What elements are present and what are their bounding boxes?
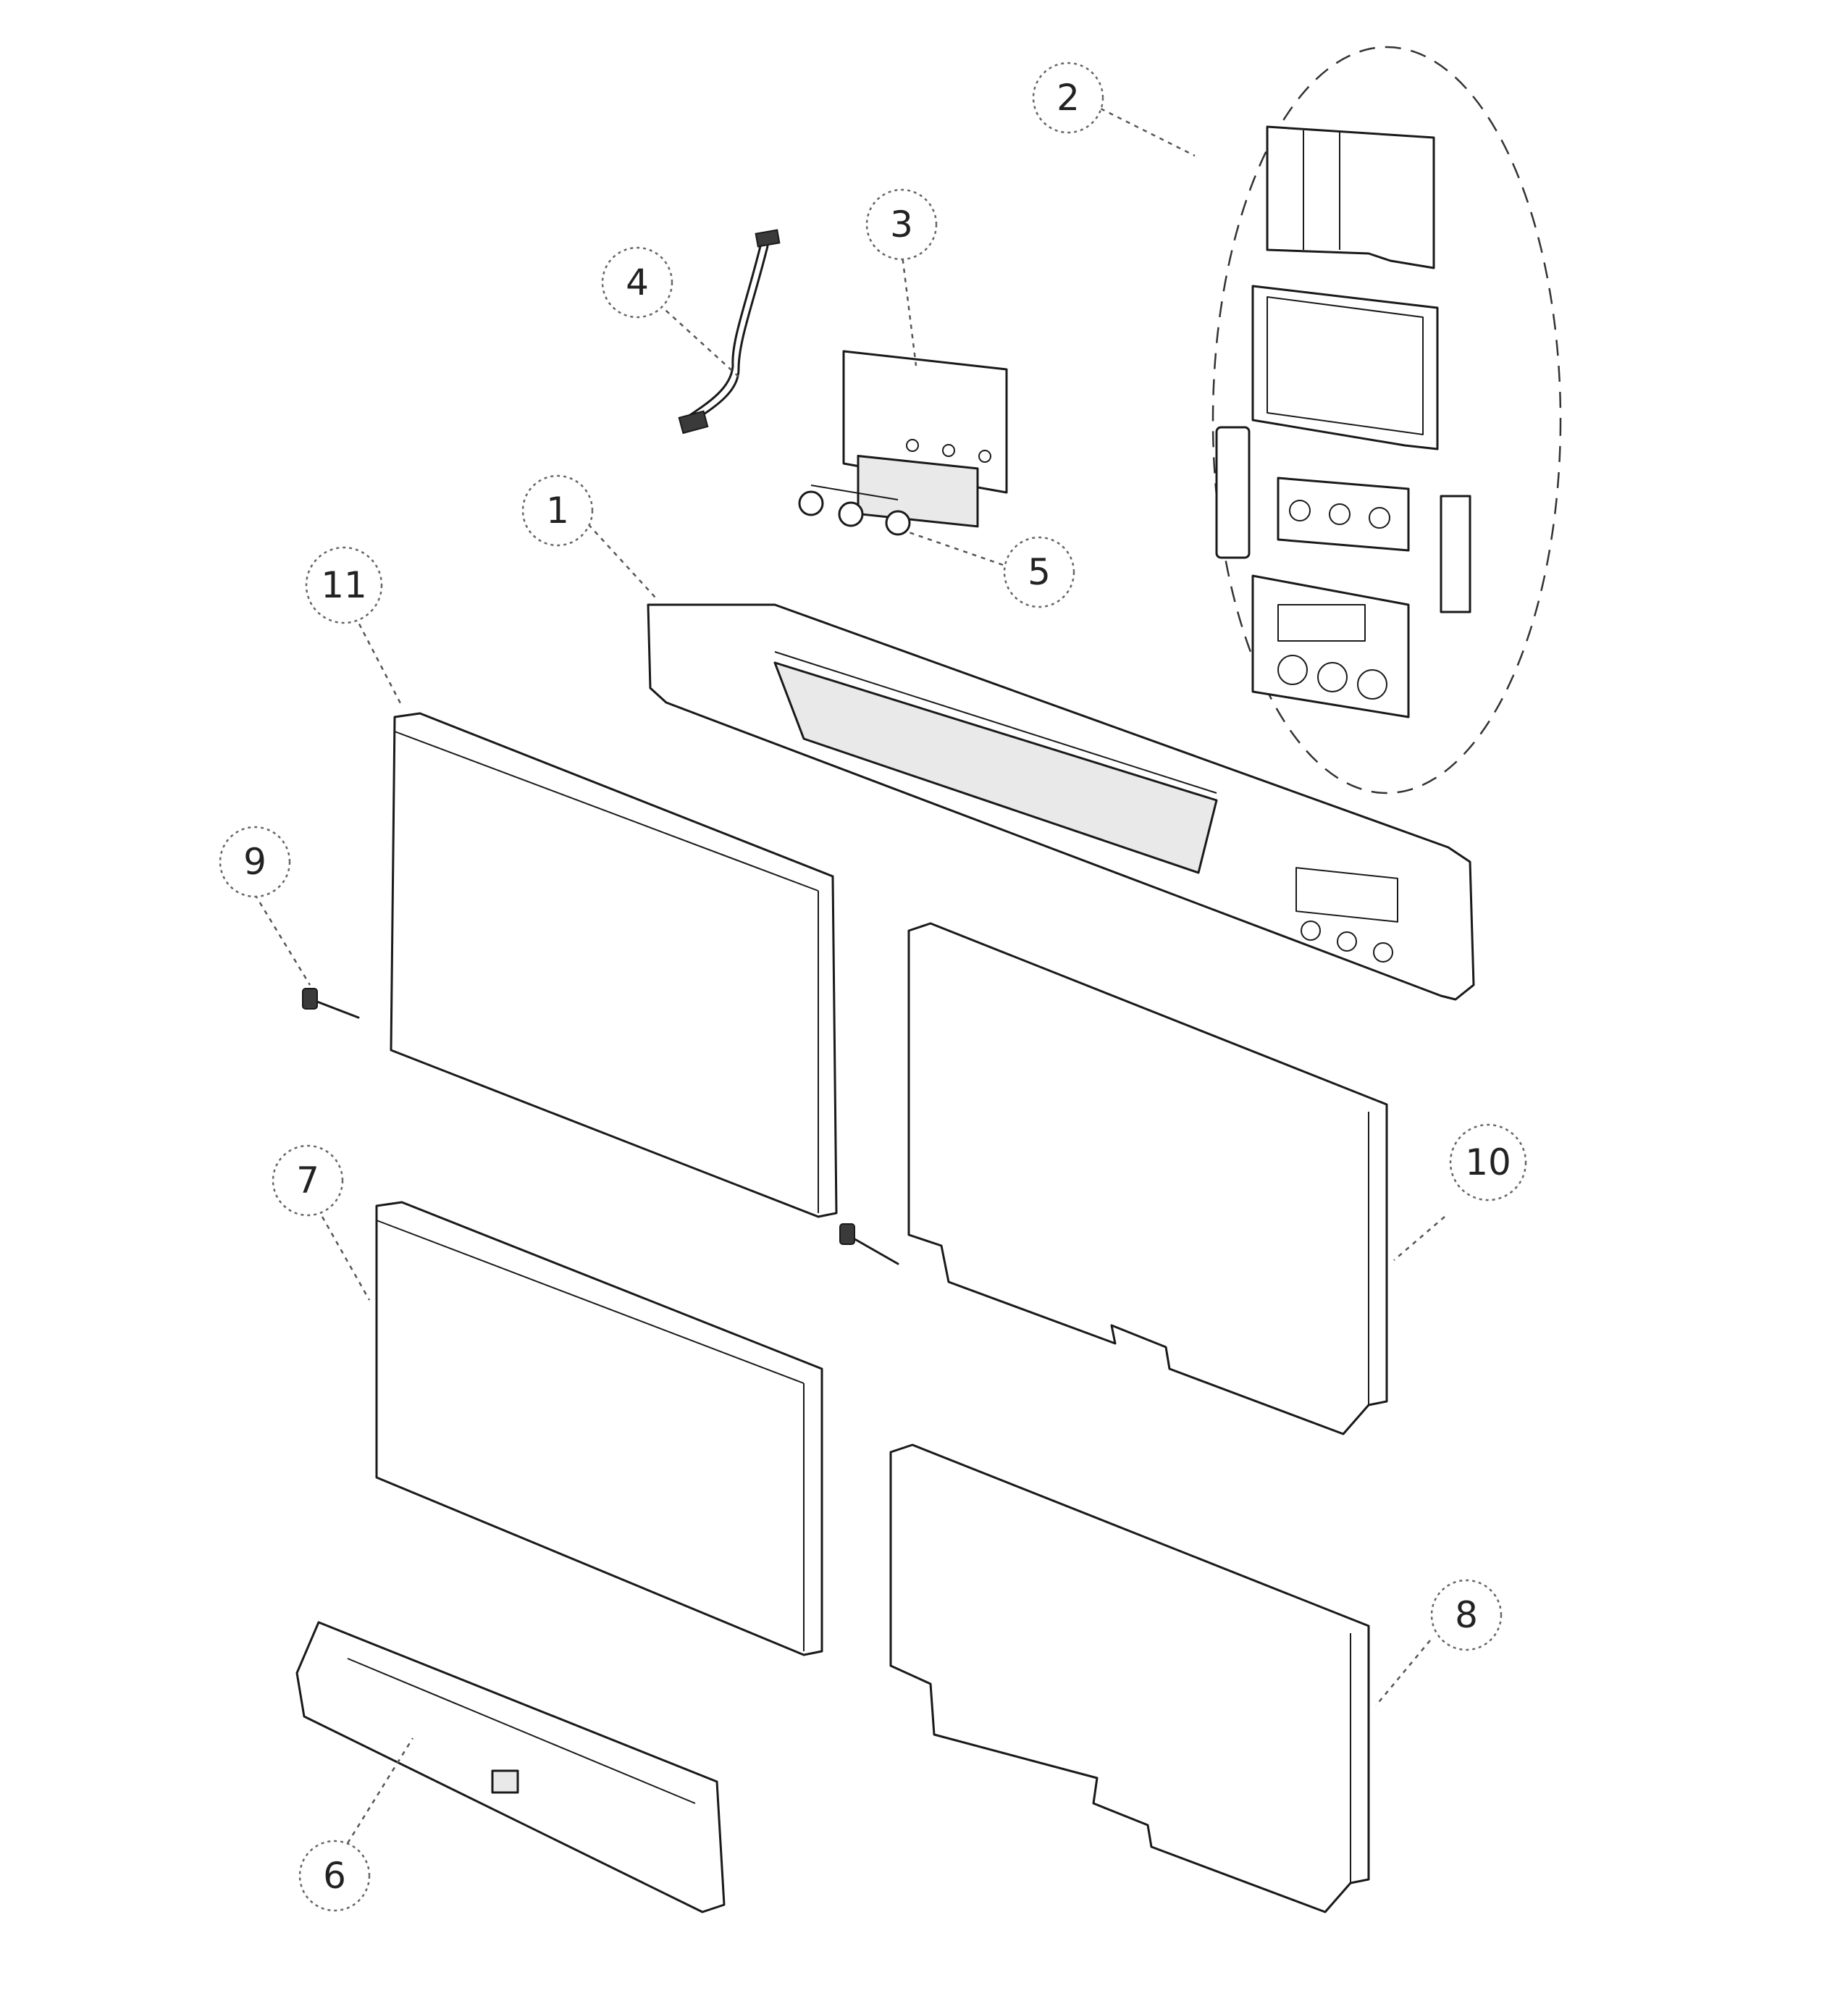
callout-1-label: 1 (546, 490, 569, 532)
callout-2-label: 2 (1057, 77, 1080, 119)
callout-6-label: 6 (323, 1855, 346, 1897)
part-2-display-bezel (1251, 574, 1410, 718)
part-4-wire-harness (678, 229, 781, 435)
callout-3: 3 (865, 188, 938, 261)
part-1-control-panel (647, 603, 1475, 1001)
leader-10 (1393, 1216, 1445, 1261)
part-2-housing (1251, 285, 1439, 450)
callout-7: 7 (272, 1144, 344, 1217)
part-7-lower-drawer-panel (375, 1201, 823, 1656)
callout-5-label: 5 (1028, 551, 1051, 593)
part-2-button-plate (1277, 477, 1410, 552)
part-2-left-clip (1215, 426, 1251, 559)
callout-6: 6 (298, 1840, 371, 1912)
part-11-upper-drawer-panel (390, 712, 838, 1218)
assembly-group-outline (1211, 46, 1562, 794)
callout-8-label: 8 (1455, 1594, 1478, 1636)
part-5-buttons (798, 485, 911, 536)
callout-4-label: 4 (626, 261, 649, 303)
part-2-top-cover (1266, 125, 1435, 269)
callout-11: 11 (305, 546, 383, 624)
leader-8 (1375, 1640, 1431, 1706)
part-8-lower-insulation-panel (889, 1443, 1370, 1913)
callout-5: 5 (1003, 536, 1075, 608)
part-9-screw-second (839, 1223, 899, 1265)
leader-11 (353, 615, 403, 707)
part-3-control-board (842, 350, 1008, 528)
leader-3 (900, 249, 917, 366)
callout-9: 9 (219, 826, 291, 898)
part-9-screw (302, 988, 360, 1019)
callout-1: 1 (521, 474, 594, 547)
callout-10-label: 10 (1465, 1141, 1511, 1183)
part-2-right-clip (1440, 495, 1471, 613)
leader-6 (346, 1737, 414, 1844)
leader-5 (908, 531, 1004, 566)
callout-10: 10 (1449, 1123, 1527, 1202)
leader-7 (321, 1216, 371, 1301)
leader-4 (658, 303, 739, 377)
leader-2 (1100, 107, 1196, 157)
leader-9 (253, 894, 311, 986)
callout-11-label: 11 (321, 564, 367, 606)
part-6-kick-plate-bracket (295, 1621, 726, 1913)
part-10-upper-insulation-panel (907, 922, 1388, 1435)
callout-4: 4 (601, 246, 673, 319)
callout-9-label: 9 (243, 841, 266, 883)
callout-3-label: 3 (890, 204, 913, 246)
callout-8: 8 (1430, 1579, 1503, 1651)
callout-2: 2 (1032, 62, 1104, 134)
callout-7-label: 7 (296, 1160, 319, 1202)
